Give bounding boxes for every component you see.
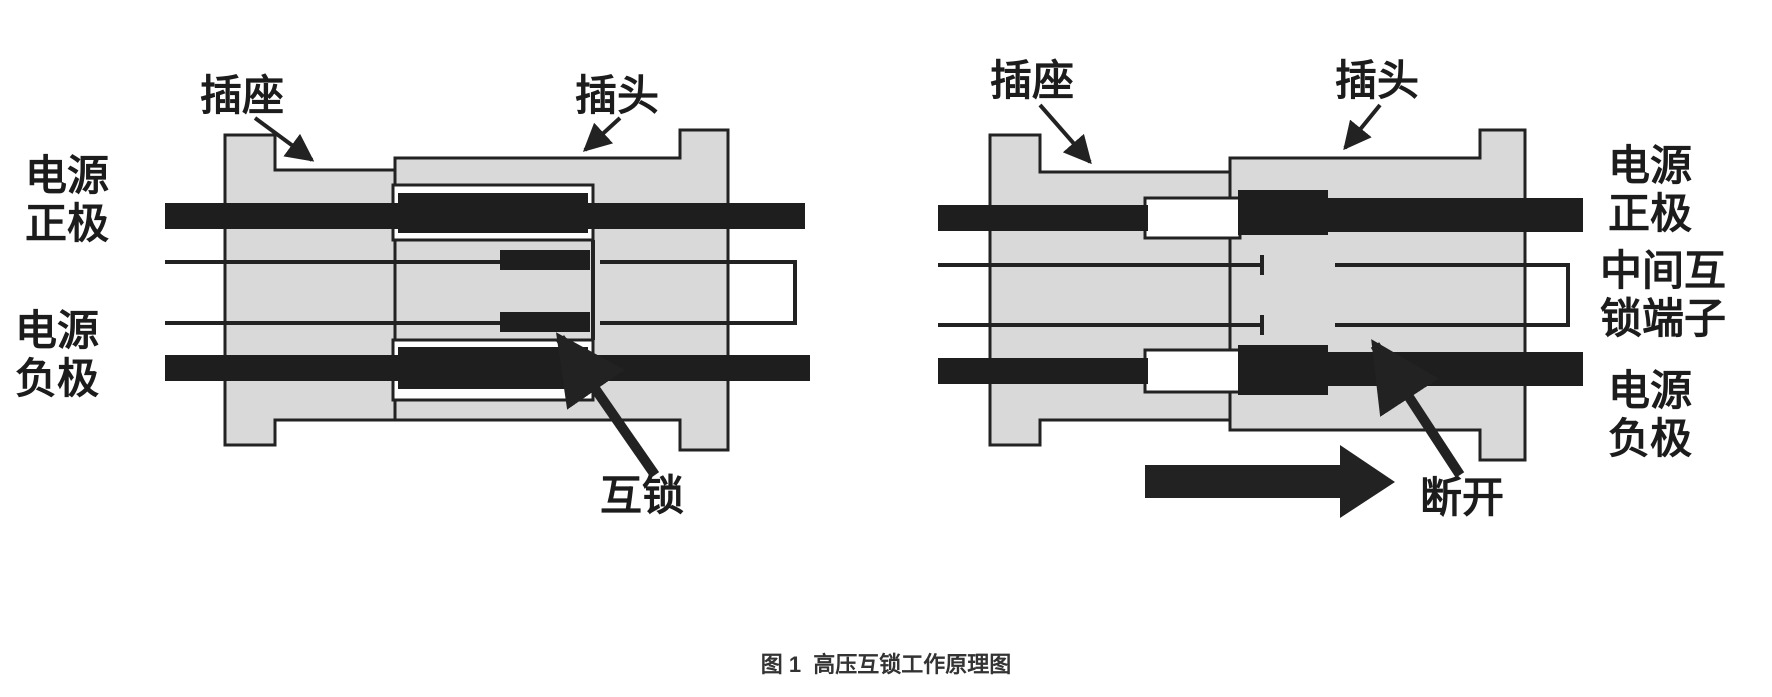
left-positive-label-1: 电源 (25, 151, 109, 200)
right-middle-label-2: 锁端子 (1600, 294, 1726, 343)
left-plug-label: 插头 (575, 71, 659, 120)
right-plug-housing (1228, 128, 1527, 462)
right-socket-pointer-arrow-icon (1038, 103, 1092, 165)
right-positive-label-2: 正极 (1608, 189, 1692, 238)
left-socket-pointer-arrow-icon (253, 116, 315, 162)
right-plug-label: 插头 (1335, 56, 1419, 105)
right-socket-contact-top (1143, 196, 1242, 240)
left-negative-contact-block (398, 347, 588, 389)
right-interlock-loop (1335, 263, 1570, 327)
right-negative-label-2: 负极 (1608, 414, 1692, 463)
left-interlock-pointer-arrow-icon (555, 332, 660, 478)
right-negative-label-1: 电源 (1608, 366, 1692, 415)
figure-caption: 图 1 高压互锁工作原理图 (761, 652, 1012, 677)
right-negative-conductor-socket (938, 358, 1148, 384)
right-disconnect-pointer-arrow-icon (1370, 339, 1465, 478)
right-disconnect-label: 断开 (1420, 473, 1504, 522)
left-negative-label-2: 负极 (15, 354, 99, 403)
left-panel: 插座 插头 电源 正极 电源 负极 互锁 (15, 71, 810, 520)
left-interlock-pin-bottom (500, 312, 590, 332)
left-socket-label: 插座 (200, 71, 284, 120)
right-socket-label: 插座 (990, 56, 1074, 105)
left-interlock-pin-top (500, 250, 590, 270)
right-positive-label-1: 电源 (1608, 141, 1692, 190)
left-socket-housing (223, 133, 397, 447)
right-middle-label-1: 中间互 (1600, 246, 1726, 295)
left-interlock-label: 互锁 (600, 471, 684, 520)
left-positive-label-2: 正极 (25, 199, 109, 248)
left-plug-housing (393, 128, 730, 452)
right-panel: 插座 插头 电源 正极 中间互 锁端子 电源 负极 断开 (938, 56, 1726, 522)
left-interlock-loop (600, 260, 797, 325)
right-positive-contact-block (1238, 190, 1328, 235)
left-negative-label-1: 电源 (15, 306, 99, 355)
right-positive-conductor-socket (938, 205, 1148, 231)
right-plug-pointer-arrow-icon (1343, 103, 1382, 151)
right-socket-contact-bottom (1143, 348, 1242, 394)
left-positive-contact-block (398, 193, 588, 233)
thick-right-arrow-icon (1145, 445, 1395, 518)
right-negative-contact-block (1238, 345, 1328, 395)
left-plug-pointer-arrow-icon (582, 116, 622, 152)
